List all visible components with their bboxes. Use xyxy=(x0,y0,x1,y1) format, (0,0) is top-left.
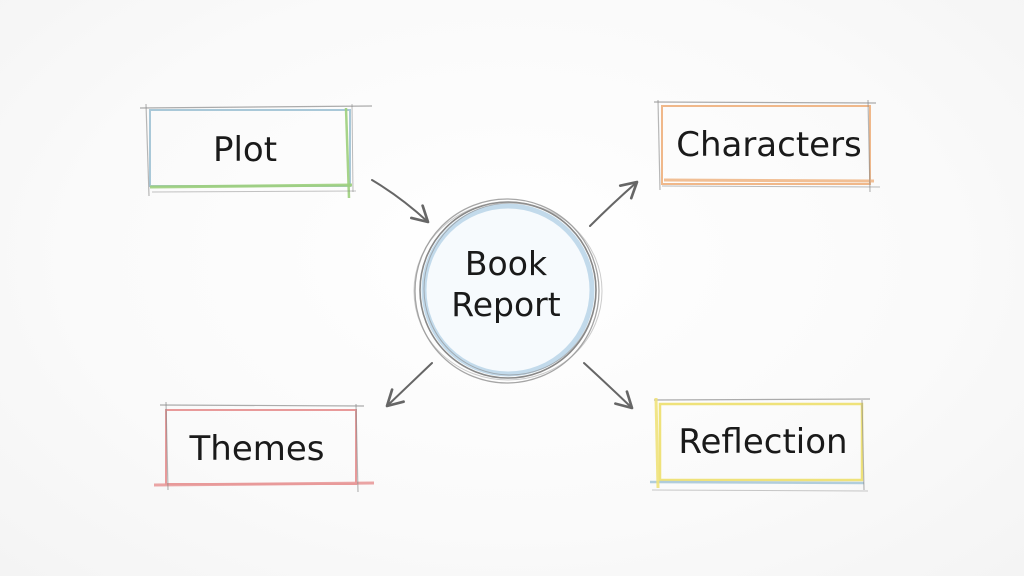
center-line-2: Report xyxy=(451,285,560,324)
reflection-node: Reflection xyxy=(649,397,871,492)
characters-node: Characters xyxy=(653,99,881,193)
arrow-center-to-themes xyxy=(385,362,433,408)
reflection-label: Reflection xyxy=(678,422,847,462)
themes-node: Themes xyxy=(153,401,375,493)
plot-label: Plot xyxy=(213,130,277,170)
themes-label: Themes xyxy=(189,429,325,469)
arrow-center-to-reflection xyxy=(583,362,634,410)
center-node: Book Report xyxy=(413,198,603,384)
arrow-plot-to-center xyxy=(371,179,430,224)
arrow-center-to-characters xyxy=(589,180,639,227)
center-line-1: Book xyxy=(465,244,548,283)
characters-label: Characters xyxy=(676,125,862,165)
plot-node: Plot xyxy=(139,103,373,199)
